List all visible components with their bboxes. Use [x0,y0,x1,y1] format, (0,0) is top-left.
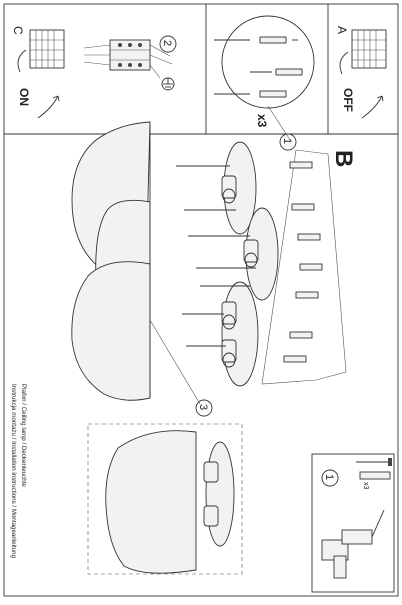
leader-step-1 [267,105,291,141]
bulb-socket-icon [221,339,237,363]
bulb-socket-icon [221,301,237,325]
bulb-socket-icon [203,461,219,483]
screw-icon [356,458,392,466]
step-3-number: 3 [197,404,209,410]
tools-step-number: 1 [323,474,335,480]
page-border [3,3,399,597]
terminal-block-icon [29,29,65,69]
supply-wires [83,44,111,66]
wall-plugs [283,161,323,363]
bulb-socket-icon [203,505,219,527]
switch-arrow-icon [37,95,59,119]
switch-arrow-icon [361,95,383,119]
hand-icon [339,51,349,75]
bulb-socket-icon [243,239,259,263]
drill-icon [321,509,385,579]
ground-symbol-icon [161,77,175,91]
tools-panel: 1 x3 [311,453,395,593]
instructions-line-2: Plafon / Ceiling lamp / Deckenleuchte [20,384,27,487]
panel-c-switch-state: ON [17,88,31,106]
lamp-shades [71,121,151,401]
plate-assembled [205,441,235,547]
step-1-badge [279,133,297,151]
quantity-label: x3 [255,114,269,128]
screw-set-middle [250,68,303,76]
bulb-socket-icon [221,175,237,199]
lamp-wires [149,44,173,79]
panel-a-letter: A [335,26,349,34]
screw-set-bottom [214,90,287,98]
panel-c-letter: C [11,26,25,35]
screws [176,165,256,347]
wiring-detail: 2 [83,35,177,91]
panel-b-letter: B [330,150,357,167]
mounting-plate-middle [243,207,279,301]
mounting-plate-top [221,141,257,235]
tools-panel-border [311,453,395,593]
shade-bottom [71,261,151,401]
step-2-number: 2 [161,40,173,46]
wire-connector-icon [109,39,151,71]
assembled-view [87,423,243,575]
panel-a-switch-state: OFF [341,88,355,112]
hand-icon [17,49,27,73]
step-3-badge [195,399,213,417]
panel-a: A OFF [335,26,387,119]
panel-c: C ON [11,26,65,119]
tools-step-badge [321,469,339,487]
terminal-block-icon [351,29,387,69]
tools-quantity: x3 [362,482,369,490]
leader-step-3 [149,319,201,405]
detail-circle [221,15,315,109]
step-1-number: 1 [281,138,293,144]
shade-assembled [105,430,197,574]
fixing-detail: 1 x3 [214,15,315,151]
ceiling-plane [261,149,347,385]
instructions-line-1: Instrukcja montażu / Installation instru… [10,384,17,559]
wall-plug-icon [359,471,391,480]
screw-set-top [214,36,298,44]
step-2-badge [159,35,177,53]
mounting-plate-bottom [221,281,259,387]
